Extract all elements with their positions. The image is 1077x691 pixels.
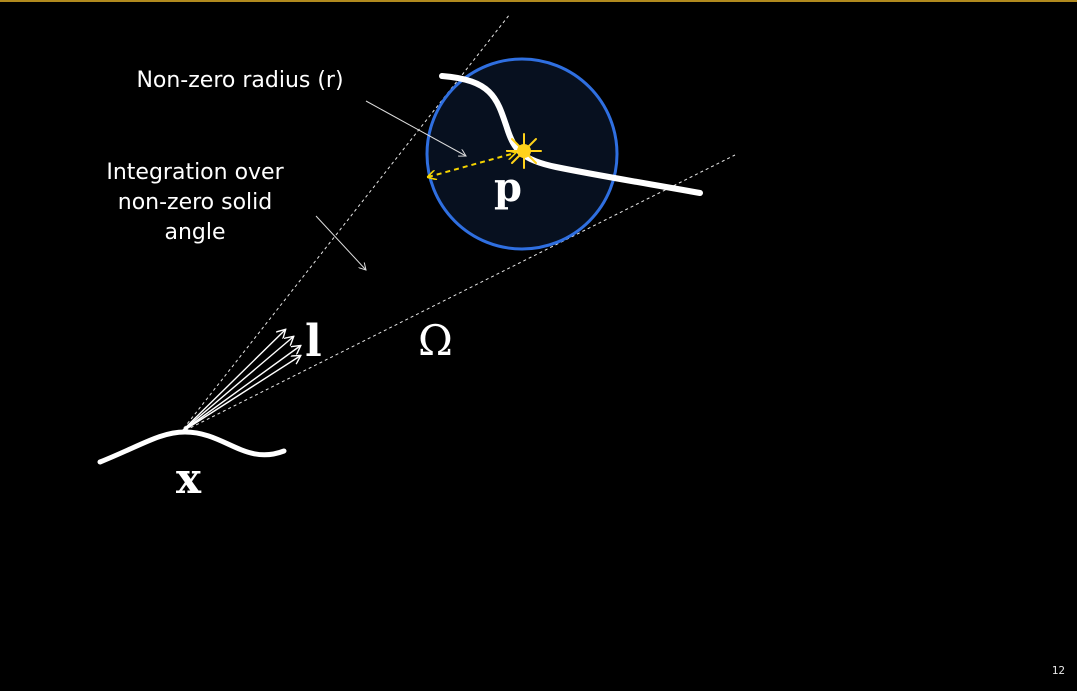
integration-annotation-line: angle [164,220,226,245]
sample-direction-arrows [179,330,300,434]
cone-boundary-upper [179,13,511,434]
integration-label-pointer [315,215,366,270]
radius-label-pointer [365,100,466,156]
integration-annotation-line: non-zero solid [117,190,273,215]
light-position-label: p [494,164,522,211]
top-rule [0,0,1077,2]
receiver-surface [97,429,287,465]
light-direction-label: l [305,316,322,367]
integration-annotation-line: Integration over [106,160,284,185]
surface-point-label: x [176,454,202,503]
radius-arrow [428,153,515,177]
radius-annotation: Non-zero radius (r) [136,68,344,93]
page-number: 12 [1051,664,1065,677]
light-point-star [506,133,542,169]
solid-angle-label: Ω [418,316,453,365]
integration-annotation: Integration over non-zero solid angle [60,158,330,248]
cone-boundary-lower [179,154,736,434]
